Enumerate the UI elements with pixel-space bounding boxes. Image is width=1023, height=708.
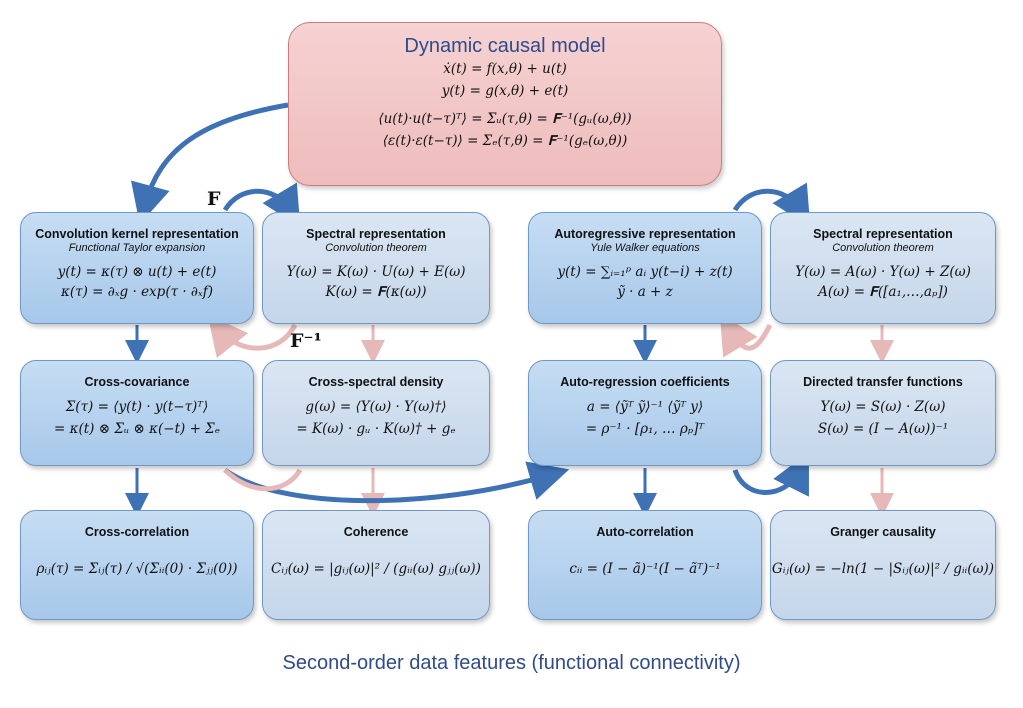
box-eq-1: a = ⟨ỹᵀ ỹ⟩⁻¹ ⟨ỹᵀ y⟩ xyxy=(586,399,704,415)
conv-kernel-box: Convolution kernel representation Functi… xyxy=(20,212,254,324)
box-title: Cross-covariance xyxy=(84,375,190,389)
box-subtitle: Convolution theorem xyxy=(832,242,934,254)
box-subtitle: Convolution theorem xyxy=(325,242,427,254)
arrow-model-to-kernel xyxy=(130,102,289,225)
granger-box: Granger causality Gᵢⱼ(ω) = −ln(1 − |Sᵢⱼ(… xyxy=(770,510,996,620)
box-eq-2: K(ω) = 𝐅(κ(ω)) xyxy=(325,284,427,300)
box-title: Cross-spectral density xyxy=(308,375,444,389)
spectral-left-box: Spectral representation Convolution theo… xyxy=(262,212,490,324)
inverse-fourier-symbol: F⁻¹ xyxy=(290,330,322,352)
box-eq-1: y(t) = ∑ᵢ₌₁ᵖ aᵢ y(t−i) + z(t) xyxy=(557,264,733,280)
cross-covariance-box: Cross-covariance Σ(τ) = ⟨y(t) · y(t−τ)ᵀ⟩… xyxy=(20,360,254,466)
box-title: Auto-correlation xyxy=(596,525,694,539)
box-eq-1: g(ω) = ⟨Y(ω) · Y(ω)†⟩ xyxy=(305,399,447,415)
arrow-csd-to-crosscov xyxy=(223,468,303,492)
box-eq-1: ρᵢⱼ(τ) = Σᵢⱼ(τ) / √(Σᵢᵢ(0) · Σⱼⱼ(0)) xyxy=(36,561,238,577)
arrow-crosscov-to-arcoef xyxy=(223,461,570,504)
model-eq-3: ⟨u(t)·u(t−τ)ᵀ⟩ = Σᵤ(τ,θ) = 𝐅⁻¹(gᵤ(ω,θ)) xyxy=(378,111,632,127)
autoregressive-box: Autoregressive representation Yule Walke… xyxy=(528,212,762,324)
spectral-right-box: Spectral representation Convolution theo… xyxy=(770,212,996,324)
arrow-fourier xyxy=(222,182,301,228)
box-eq-2: = ρ⁻¹ · [ρ₁, … ρₚ]ᵀ xyxy=(585,421,705,437)
box-eq-2: = κ(t) ⊗ Σᵤ ⊗ κ(−t) + Σₑ xyxy=(54,421,220,437)
ar-coefficients-box: Auto-regression coefficients a = ⟨ỹᵀ ỹ⟩⁻… xyxy=(528,360,762,466)
box-title: Coherence xyxy=(343,525,409,539)
box-title: Auto-regression coefficients xyxy=(560,375,730,389)
model-eq-4: ⟨ε(t)·ε(t−τ)⟩ = Σₑ(τ,θ) = 𝐅⁻¹(gₑ(ω,θ)) xyxy=(382,133,628,149)
box-eq-2: ỹ · a + z xyxy=(617,284,673,300)
box-title: Spectral representation xyxy=(813,227,953,241)
box-title: Cross-correlation xyxy=(84,525,190,539)
box-eq-2: = K(ω) · gᵤ · K(ω)† + gₑ xyxy=(296,421,456,437)
box-eq-1: Y(ω) = A(ω) · Y(ω) + Z(ω) xyxy=(795,264,971,280)
box-eq-2: A(ω) = 𝐅([a₁,…,aₚ]) xyxy=(818,284,948,300)
fourier-symbol: F xyxy=(207,188,221,210)
box-eq-2: κ(τ) = ∂ₓg · exp(τ · ∂ₓf) xyxy=(61,284,213,300)
cross-spectral-box: Cross-spectral density g(ω) = ⟨Y(ω) · Y(… xyxy=(262,360,490,466)
box-eq-1: y(t) = κ(τ) ⊗ u(t) + e(t) xyxy=(57,264,217,280)
model-eq-2: y(t) = g(x,θ) + e(t) xyxy=(441,83,569,99)
box-eq-1: Cᵢⱼ(ω) = |gᵢⱼ(ω)|² / (gᵢᵢ(ω) gⱼⱼ(ω)) xyxy=(271,561,481,577)
arrow-inverse-fourier-right xyxy=(719,312,773,358)
box-eq-1: Y(ω) = K(ω) · U(ω) + E(ω) xyxy=(286,264,466,280)
box-eq-1: Gᵢⱼ(ω) = −ln(1 − |Sᵢⱼ(ω)|² / gᵢᵢ(ω)) xyxy=(771,561,995,577)
box-eq-1: cᵢᵢ = (I − ã)⁻¹(I − ãᵀ)⁻¹ xyxy=(569,561,721,577)
model-title: Dynamic causal model xyxy=(404,35,606,57)
coherence-box: Coherence Cᵢⱼ(ω) = |gᵢⱼ(ω)|² / (gᵢᵢ(ω) g… xyxy=(262,510,490,620)
box-title: Directed transfer functions xyxy=(803,375,963,389)
box-eq-1: Σ(τ) = ⟨y(t) · y(t−τ)ᵀ⟩ xyxy=(65,399,209,415)
box-title: Spectral representation xyxy=(306,227,446,241)
box-eq-1: Y(ω) = S(ω) · Z(ω) xyxy=(820,399,946,415)
directed-transfer-box: Directed transfer functions Y(ω) = S(ω) … xyxy=(770,360,996,466)
box-title: Granger causality xyxy=(830,525,936,539)
arrow-fourier-right xyxy=(732,182,811,228)
arrow-arcoef-to-dtf xyxy=(732,452,809,497)
box-title: Autoregressive representation xyxy=(554,227,736,241)
figure-caption: Second-order data features (functional c… xyxy=(282,652,741,674)
box-eq-2: S(ω) = (I − A(ω))⁻¹ xyxy=(817,421,949,437)
model-eq-1: ẋ(t) = f(x,θ) + u(t) xyxy=(443,61,567,77)
cross-correlation-box: Cross-correlation ρᵢⱼ(τ) = Σᵢⱼ(τ) / √(Σᵢ… xyxy=(20,510,254,620)
auto-correlation-box: Auto-correlation cᵢᵢ = (I − ã)⁻¹(I − ãᵀ)… xyxy=(528,510,762,620)
box-subtitle: Yule Walker equations xyxy=(590,242,700,254)
box-title: Convolution kernel representation xyxy=(35,227,239,241)
arrow-inverse-fourier xyxy=(207,314,298,359)
box-subtitle: Functional Taylor expansion xyxy=(68,242,206,254)
dynamic-causal-model-box: Dynamic causal model ẋ(t) = f(x,θ) + u(t… xyxy=(288,22,722,186)
